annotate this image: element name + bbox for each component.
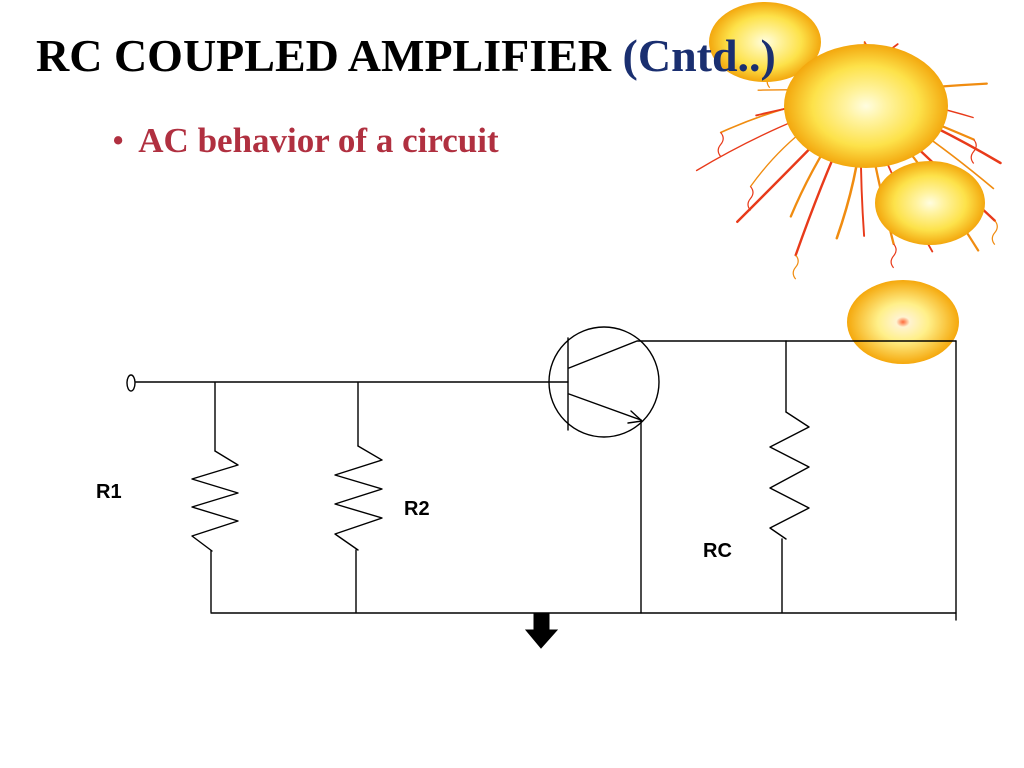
flower-ray-tip [890, 243, 897, 269]
orb-center [784, 44, 948, 168]
transistor-emitter [568, 393, 642, 421]
orb-top-left [709, 2, 821, 82]
flower-ray-tip [991, 220, 998, 245]
slide-title: RC COUPLED AMPLIFIER (Cntd..) [36, 28, 776, 83]
transistor-envelope [548, 326, 660, 438]
r2-resistor [334, 445, 383, 551]
flower-ray-tip [792, 254, 799, 280]
ground-arrow-icon [524, 613, 559, 649]
bullet-text: AC behavior of a circuit [138, 121, 499, 160]
transistor-collector [568, 340, 957, 369]
orb-bottom [875, 161, 985, 245]
input-terminal [126, 374, 136, 392]
label-r2: R2 [404, 498, 430, 520]
label-rc: RC [703, 540, 732, 562]
bullet-point: • AC behavior of a circuit [112, 120, 499, 162]
flower-ray-tip [747, 186, 754, 211]
flower-ray-tip [970, 139, 977, 164]
emitter-arrow-icon [627, 410, 643, 424]
title-main: RC COUPLED AMPLIFIER [36, 30, 612, 81]
label-r1: R1 [96, 481, 122, 503]
title-suffix: (Cntd..) [622, 30, 776, 81]
r1-resistor [191, 450, 239, 552]
rc-resistor [769, 411, 810, 540]
bullet-marker: • [112, 121, 125, 160]
orb-right-middle [847, 280, 959, 364]
flower-ray-tip [717, 132, 724, 157]
